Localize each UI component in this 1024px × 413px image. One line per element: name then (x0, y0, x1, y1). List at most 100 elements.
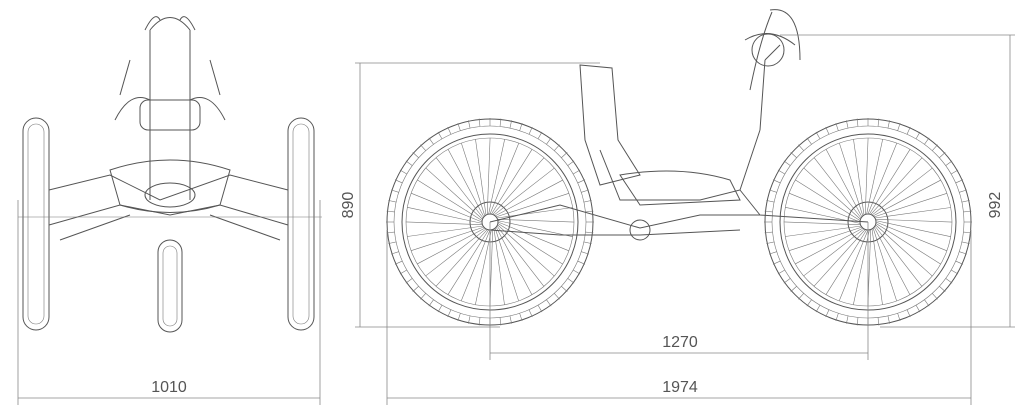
spoke (475, 229, 492, 305)
spoke (447, 229, 489, 295)
spoke (407, 207, 483, 224)
spoke (788, 192, 861, 223)
tire-tread (939, 152, 946, 158)
tire-tread (468, 315, 471, 324)
spoke (825, 229, 867, 295)
spoke (838, 229, 869, 302)
tire-tread (825, 126, 830, 135)
tire-tread (519, 313, 523, 322)
tire-tread (961, 200, 970, 203)
tire-tread (846, 315, 849, 324)
spoke (875, 221, 948, 252)
spoke (873, 227, 911, 295)
tire-tread (768, 251, 777, 255)
dimension-overall-length: 1974 (386, 230, 972, 405)
tire-tread (478, 317, 481, 326)
spoke (871, 167, 933, 216)
spoke (491, 149, 533, 215)
dimension-front-width: 1010 (17, 200, 321, 405)
tire-tread (577, 179, 586, 184)
tire-tread (428, 299, 434, 307)
tire-tread (806, 137, 812, 145)
spoke (495, 227, 533, 295)
tire-tread (509, 315, 512, 324)
tire-tread (468, 120, 471, 129)
tire-tread (577, 260, 586, 265)
tire-tread (386, 210, 395, 213)
tire-tread (420, 144, 426, 151)
tire-tread (772, 260, 781, 265)
spoke (875, 218, 953, 223)
spoke (853, 229, 870, 305)
spoke (496, 225, 545, 287)
dimension-wheelbase: 1270 (489, 222, 869, 360)
spoke (839, 142, 864, 216)
spoke (875, 223, 941, 265)
tire-tread (583, 200, 592, 203)
tire-tread (546, 137, 552, 145)
spoke (497, 221, 570, 252)
tire-tread (856, 317, 859, 326)
spoke (803, 167, 861, 220)
tire-tread (959, 189, 968, 193)
handcrank (744, 9, 801, 131)
tire-tread (394, 260, 403, 265)
spoke (417, 179, 483, 221)
tire-tread (798, 144, 804, 151)
tire-tread (877, 317, 880, 326)
tire-tread (437, 131, 443, 140)
spoke (873, 179, 941, 217)
tire-tread (499, 317, 502, 326)
seat-back (579, 64, 641, 186)
spoke (871, 228, 883, 305)
spoke (788, 226, 862, 251)
spoke (486, 137, 491, 215)
tire-tread (906, 126, 911, 135)
spoke (489, 142, 520, 215)
spoke (407, 225, 484, 237)
tire-tread (412, 286, 419, 292)
tire-tread (798, 293, 804, 300)
tire-tread (478, 118, 481, 127)
tire-tread (768, 189, 777, 193)
tire-tread (945, 160, 953, 166)
tire-tread (963, 210, 972, 213)
tire-tread (428, 137, 434, 145)
tire-tread (457, 122, 461, 131)
tire-tread (585, 210, 594, 213)
tire-tread (412, 152, 419, 158)
tire-tread (939, 286, 946, 292)
front-handlebar (114, 16, 226, 200)
tire-tread (390, 251, 399, 255)
spoke (410, 226, 484, 251)
front-width-label: 1010 (151, 379, 187, 396)
tire-tread (537, 131, 543, 140)
spoke (866, 139, 883, 215)
tire-tread (581, 189, 590, 193)
tire-tread (887, 315, 890, 324)
spoke (803, 228, 865, 277)
tire-tread (405, 278, 413, 284)
tire-tread (777, 169, 786, 175)
spoke (795, 179, 861, 221)
tire-tread (583, 241, 592, 244)
front-right-wheel (287, 117, 315, 331)
spoke (785, 225, 862, 237)
tire-tread (554, 293, 560, 300)
tire-tread (924, 137, 930, 145)
tire-tread (399, 269, 408, 275)
spoke (870, 157, 923, 215)
tire-tread (388, 241, 397, 244)
spoke (496, 193, 570, 218)
tire-tread (567, 278, 575, 284)
tire-tread (528, 309, 533, 318)
tire-tread (554, 144, 560, 151)
tire-tread (955, 179, 964, 184)
spoke (493, 228, 505, 305)
tire-tread (932, 144, 938, 151)
tire-tread (537, 304, 543, 313)
overall-height-label: 992 (987, 192, 1004, 219)
spoke (795, 227, 863, 265)
tire-tread (945, 278, 953, 284)
